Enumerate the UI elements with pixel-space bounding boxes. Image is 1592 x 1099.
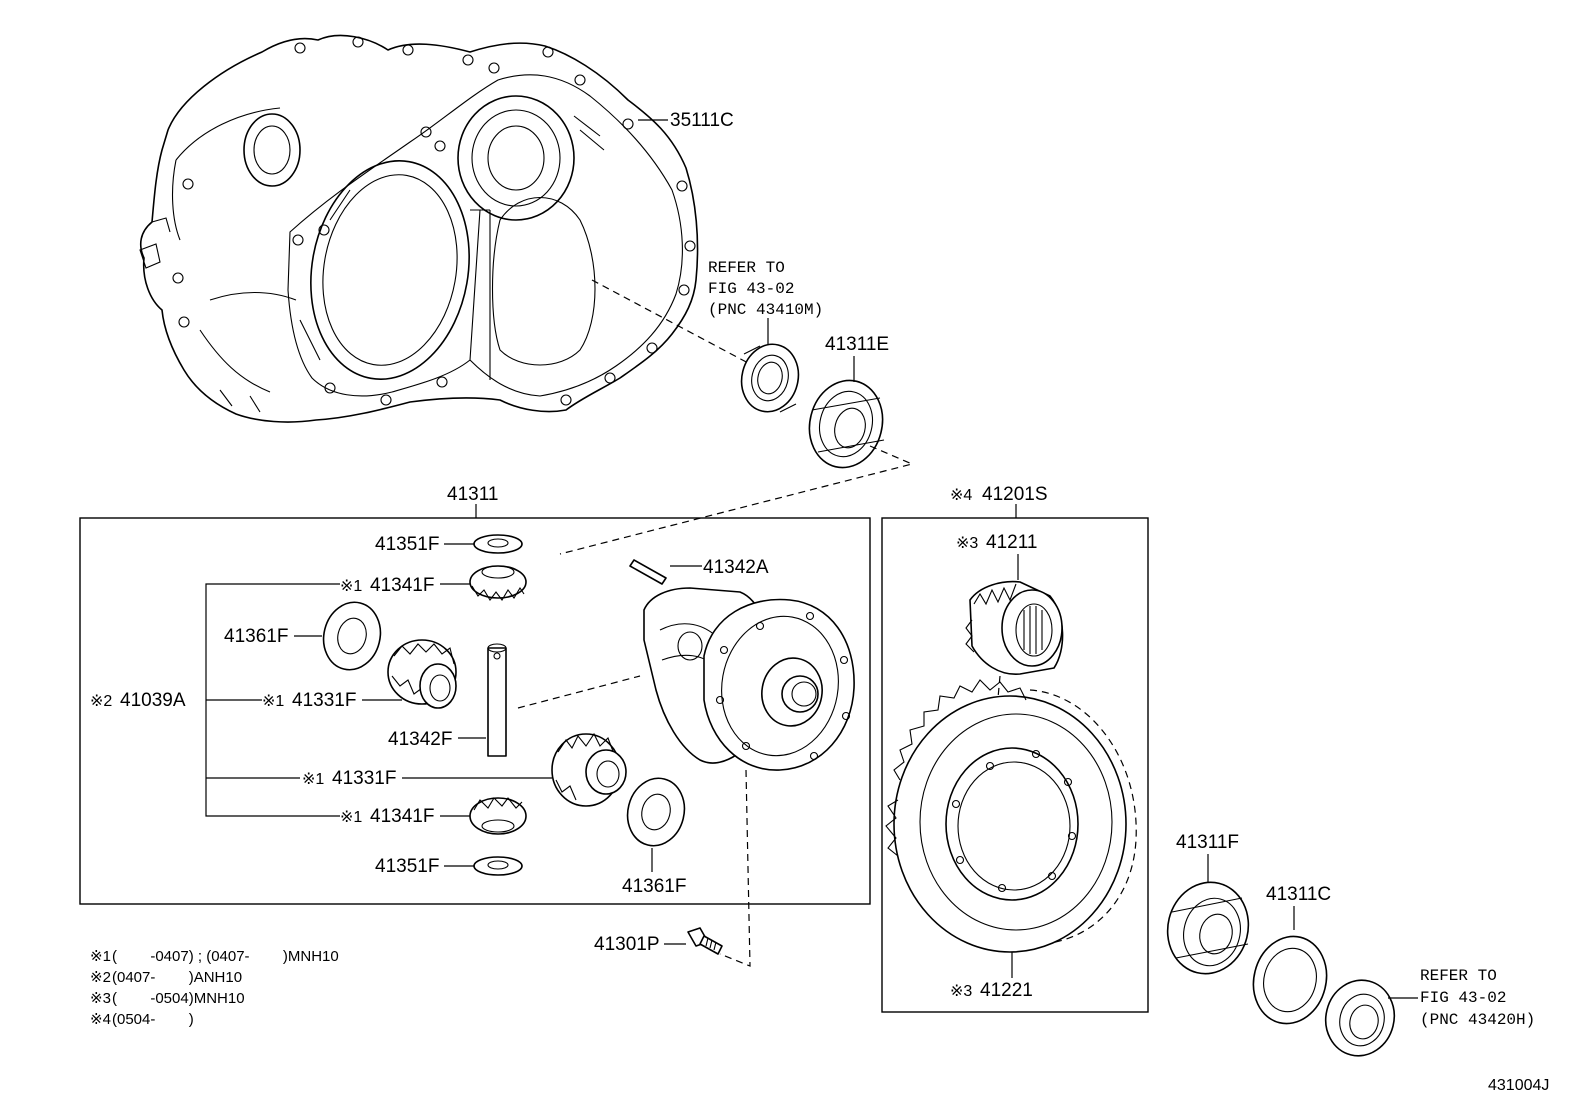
pinion-gear-41341F-top[interactable] — [469, 565, 527, 601]
mark-41039A: ※2 — [90, 693, 112, 710]
ring-gear-41221[interactable] — [885, 679, 1137, 953]
group-box-41311 — [79, 517, 871, 905]
svg-text:REFER TO: REFER TO — [708, 259, 785, 277]
label-41301P: 41301P — [594, 934, 660, 955]
label-41331F-upper: 41331F — [292, 690, 356, 711]
oil-seal-lower[interactable] — [1318, 973, 1402, 1063]
taper-bearing-41311F[interactable] — [1158, 874, 1258, 983]
diagram-id: 431004J — [1488, 1077, 1549, 1094]
group-box-41201S — [881, 517, 1149, 1013]
svg-text:(PNC 43420H): (PNC 43420H) — [1420, 1011, 1535, 1029]
label-41311C: 41311C — [1266, 884, 1331, 905]
label-41201S: 41201S — [982, 484, 1048, 505]
note-2-mark: ※2 — [90, 969, 111, 986]
thrust-washer-41351F-top[interactable] — [473, 534, 523, 554]
note-3-mark: ※3 — [90, 990, 111, 1007]
note-4-mark: ※4 — [90, 1011, 111, 1028]
svg-text:REFER TO: REFER TO — [1420, 967, 1497, 985]
differential-case[interactable] — [643, 587, 855, 771]
label-41039A: 41039A — [120, 690, 186, 711]
label-41342F: 41342F — [388, 729, 452, 750]
mark-41331F-upper: ※1 — [262, 693, 284, 710]
label-41351F-bottom: 41351F — [375, 856, 439, 877]
thrust-washer-41351F-bottom[interactable] — [473, 856, 523, 876]
footnotes: ※1 ( -0407) ; (0407- )MNH10 ※2 (0407- )A… — [90, 948, 339, 1028]
side-gear-washer-41361F-right[interactable] — [621, 772, 692, 852]
label-41211: 41211 — [986, 532, 1037, 553]
note-1-mark: ※1 — [90, 948, 111, 965]
label-41311F: 41311F — [1176, 832, 1239, 853]
label-35111C: 35111C — [670, 110, 734, 131]
mark-41341F-top: ※1 — [340, 578, 362, 595]
mark-41211: ※3 — [956, 535, 978, 552]
side-gear-41331F-lower[interactable] — [551, 732, 627, 807]
label-41311E: 41311E — [825, 334, 889, 355]
drive-pinion-gear-41211[interactable] — [965, 580, 1064, 675]
label-41331F-lower: 41331F — [332, 768, 396, 789]
taper-bearing-41311E[interactable] — [800, 373, 891, 476]
note-3-text: ( -0504)MNH10 — [112, 990, 245, 1007]
label-41311: 41311 — [447, 484, 498, 505]
shim-41311C[interactable] — [1244, 929, 1335, 1032]
svg-text:FIG 43-02: FIG 43-02 — [1420, 989, 1506, 1007]
note-4-text: (0504- ) — [112, 1011, 194, 1028]
label-41361F-right: 41361F — [622, 876, 686, 897]
mark-41331F-lower: ※1 — [302, 771, 324, 788]
label-41221: 41221 — [980, 980, 1033, 1001]
pin-41342A[interactable] — [629, 559, 667, 585]
svg-text:FIG 43-02: FIG 43-02 — [708, 280, 794, 298]
refer-to-note-top: REFER TO FIG 43-02 (PNC 43410M) — [708, 259, 823, 319]
transaxle-housing-35111C[interactable] — [139, 34, 699, 423]
ring-gear-bolt-41301P[interactable] — [687, 927, 723, 955]
pinion-gear-41341F-bottom[interactable] — [469, 797, 527, 835]
label-41342A: 41342A — [703, 557, 769, 578]
mark-41221: ※3 — [950, 983, 972, 1000]
pinion-shaft-41342F[interactable] — [487, 643, 507, 757]
svg-text:(PNC 43410M): (PNC 43410M) — [708, 301, 823, 319]
mark-41341F-bottom: ※1 — [340, 809, 362, 826]
oil-seal-upper[interactable] — [735, 338, 806, 418]
label-41341F-top: 41341F — [370, 575, 434, 596]
side-gear-washer-41361F-left[interactable] — [317, 596, 388, 676]
label-41361F-left: 41361F — [224, 626, 288, 647]
side-gear-41331F-upper[interactable] — [387, 639, 457, 709]
label-41351F-top: 41351F — [375, 534, 439, 555]
refer-to-note-bottom: REFER TO FIG 43-02 (PNC 43420H) — [1420, 967, 1535, 1029]
note-2-text: (0407- )ANH10 — [112, 969, 242, 986]
label-41341F-bottom: 41341F — [370, 806, 434, 827]
mark-41201S: ※4 — [950, 487, 972, 504]
note-1-text: ( -0407) ; (0407- )MNH10 — [112, 948, 339, 965]
